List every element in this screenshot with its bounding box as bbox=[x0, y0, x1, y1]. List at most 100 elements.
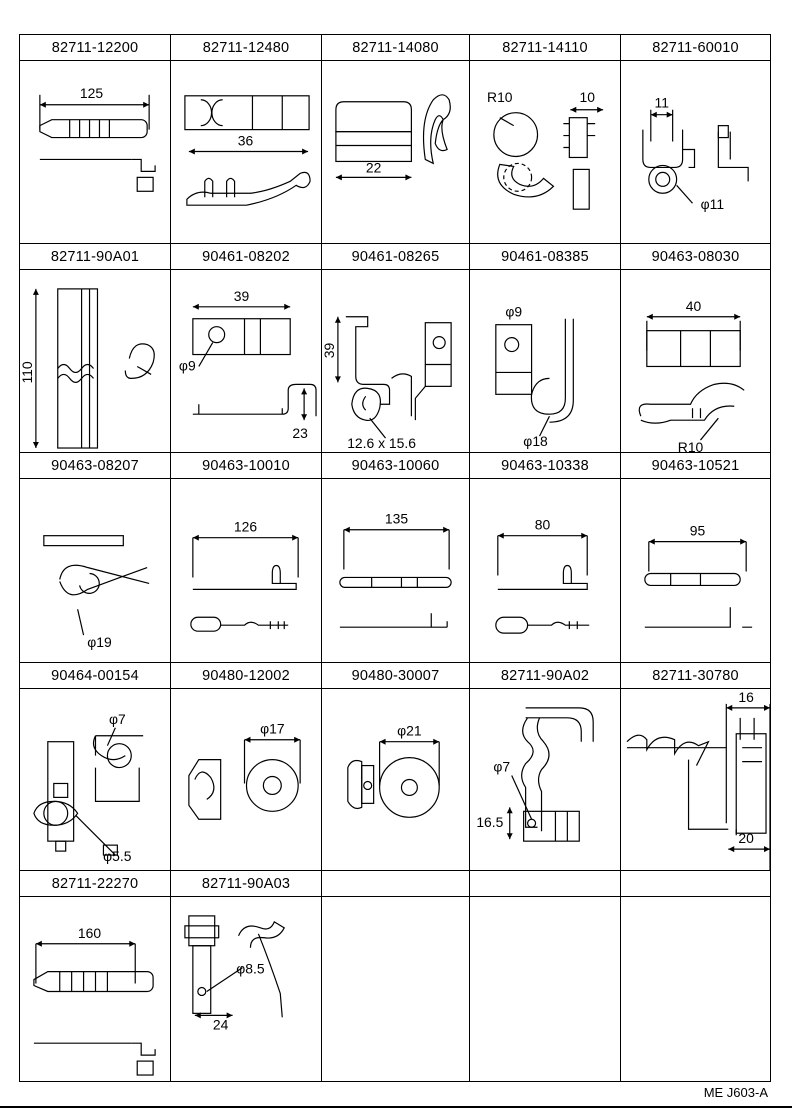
part-illustration: φ7 φ5.5 bbox=[33, 711, 144, 864]
dimension-label: φ5.5 bbox=[103, 848, 132, 864]
part-illustration: 16 20 bbox=[626, 689, 770, 870]
part-number: 90461-08202 bbox=[171, 244, 321, 270]
dimension-label: φ18 bbox=[523, 433, 548, 449]
dimension-label: 160 bbox=[78, 925, 101, 941]
dimension-label: φ9 bbox=[505, 304, 522, 320]
part-illustration: φ17 bbox=[188, 721, 301, 820]
part-drawing: 22 bbox=[322, 60, 469, 243]
part-number: 82711-22270 bbox=[20, 871, 170, 897]
part-drawing: 40 R10 bbox=[621, 269, 770, 452]
part-illustration: 22 bbox=[335, 94, 451, 181]
part-cell: 90463-10010 126 bbox=[170, 452, 322, 663]
part-cell: 90463-08030 40 R10 bbox=[620, 243, 771, 453]
part-drawing: φ21 bbox=[322, 688, 469, 870]
part-illustration: 95 bbox=[644, 523, 753, 628]
dimension-label: 16.5 bbox=[476, 814, 503, 830]
dimension-label: 10 bbox=[579, 89, 595, 105]
part-drawing: 125 bbox=[20, 60, 170, 243]
part-drawing: 39 φ9 23 bbox=[171, 269, 321, 452]
part-illustration: 160 bbox=[33, 925, 156, 1076]
dimension-label: φ8.5 bbox=[236, 961, 265, 977]
part-drawing: φ9 φ18 bbox=[470, 269, 620, 452]
part-number: 90463-10338 bbox=[470, 453, 620, 479]
part-drawing: φ7 16.5 bbox=[470, 688, 620, 870]
dimension-label: 135 bbox=[385, 511, 408, 527]
part-illustration: φ7 16.5 bbox=[476, 707, 594, 842]
dimension-label: 23 bbox=[292, 425, 308, 441]
dimension-label: 24 bbox=[213, 1016, 229, 1032]
dimension-label: 126 bbox=[234, 519, 257, 535]
dimension-label: 39 bbox=[234, 288, 250, 304]
part-number: 82711-90A01 bbox=[20, 244, 170, 270]
part-number: 90463-10010 bbox=[171, 453, 321, 479]
part-illustration: 11 φ11 bbox=[642, 95, 749, 212]
dimension-label: φ17 bbox=[260, 721, 285, 737]
part-cell: 90480-30007 φ21 bbox=[321, 662, 470, 871]
dimension-label: φ7 bbox=[493, 759, 510, 775]
empty-cell bbox=[321, 870, 470, 1082]
part-cell: 82711-22270 160 bbox=[19, 870, 171, 1082]
part-number: 90461-08265 bbox=[322, 244, 469, 270]
part-number bbox=[470, 871, 620, 897]
part-cell: 82711-90A03 φ8.5 24 bbox=[170, 870, 322, 1082]
dimension-label: 80 bbox=[535, 517, 551, 533]
part-number: 82711-60010 bbox=[621, 35, 770, 61]
part-number: 90464-00154 bbox=[20, 663, 170, 689]
part-drawing: 36 bbox=[171, 60, 321, 243]
part-cell: 82711-14080 22 bbox=[321, 34, 470, 244]
part-number: 82711-14110 bbox=[470, 35, 620, 61]
part-cell: 82711-60010 11 φ11 bbox=[620, 34, 771, 244]
part-cell: 90463-10338 80 bbox=[469, 452, 621, 663]
part-number: 82711-14080 bbox=[322, 35, 469, 61]
dimension-label: 36 bbox=[238, 133, 254, 149]
bottom-rule bbox=[0, 1106, 792, 1108]
part-number: 90480-30007 bbox=[322, 663, 469, 689]
part-illustration: 40 R10 bbox=[638, 298, 745, 452]
part-illustration: φ21 bbox=[347, 723, 440, 818]
part-drawing: 110 bbox=[20, 269, 170, 452]
empty-area bbox=[621, 896, 770, 1081]
dimension-label: φ7 bbox=[109, 711, 126, 727]
dimension-label: 22 bbox=[366, 159, 382, 175]
dimension-label: R10 bbox=[678, 439, 704, 452]
dimension-label: 110 bbox=[20, 361, 35, 383]
part-drawing: 126 bbox=[171, 478, 321, 662]
dimension-label: 12.6 x 15.6 bbox=[347, 435, 416, 451]
part-drawing: φ17 bbox=[171, 688, 321, 870]
dimension-label: φ9 bbox=[179, 357, 196, 373]
part-illustration: φ19 bbox=[43, 535, 150, 650]
part-number: 82711-12480 bbox=[171, 35, 321, 61]
part-number: 90463-08030 bbox=[621, 244, 770, 270]
dimension-label: φ11 bbox=[701, 196, 725, 212]
part-illustration: 39 φ9 23 bbox=[179, 288, 317, 441]
part-illustration: φ8.5 24 bbox=[184, 915, 286, 1032]
part-drawing: φ19 bbox=[20, 478, 170, 662]
part-number: 90480-12002 bbox=[171, 663, 321, 689]
empty-area bbox=[470, 896, 620, 1081]
part-number bbox=[322, 871, 469, 897]
part-drawing: 39 12.6 x 15.6 bbox=[322, 269, 469, 452]
part-drawing: 11 φ11 bbox=[621, 60, 770, 243]
dimension-label: 11 bbox=[655, 95, 670, 111]
part-number: 90463-08207 bbox=[20, 453, 170, 479]
part-number: 82711-30780 bbox=[621, 663, 770, 689]
part-drawing: 95 bbox=[621, 478, 770, 662]
part-number: 82711-90A03 bbox=[171, 871, 321, 897]
part-number: 82711-12200 bbox=[20, 35, 170, 61]
part-illustration: 39 12.6 x 15.6 bbox=[322, 316, 452, 451]
empty-cell bbox=[469, 870, 621, 1082]
part-cell: 90463-08207 φ19 bbox=[19, 452, 171, 663]
dimension-label: 95 bbox=[690, 523, 706, 539]
dimension-label: 39 bbox=[322, 343, 337, 359]
part-cell: 90461-08265 39 12.6 x 15.6 bbox=[321, 243, 470, 453]
dimension-label: φ21 bbox=[397, 723, 422, 739]
part-illustration: 135 bbox=[339, 511, 452, 628]
dimension-label: 20 bbox=[738, 830, 754, 846]
